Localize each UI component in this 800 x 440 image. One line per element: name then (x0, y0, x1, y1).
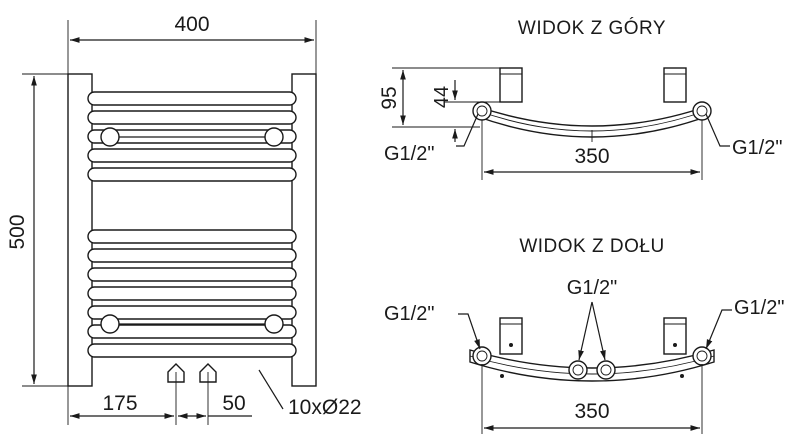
tube (87, 229, 297, 244)
top-connection-left-inner (476, 105, 488, 117)
bottom-stub-right (663, 317, 687, 355)
bottom-curved-body (469, 349, 715, 382)
bottom-connection-right (692, 346, 712, 366)
bottom-connection-center-right-inner (600, 364, 612, 376)
bottom-leader-left (458, 313, 481, 350)
tube-label: 10xØ22 (288, 396, 362, 419)
tube (87, 267, 297, 282)
bottom-connections (167, 363, 217, 383)
bottom-connection-center-label: G1/2" (567, 277, 617, 299)
bottom-view-title: WIDOK Z DOŁU (519, 236, 664, 257)
tube (87, 248, 297, 263)
bottom-connection-left-label: G1/2" (384, 303, 434, 325)
tube (87, 167, 297, 182)
tube-leader (258, 369, 284, 410)
bottom-leader-right (705, 309, 732, 350)
top-view-title: WIDOK Z GÓRY (518, 17, 666, 39)
bottom-stub-left (499, 317, 523, 355)
tube (87, 91, 297, 106)
top-view: WIDOK Z GÓRY 95 44 G1/2" G1/2" (378, 17, 782, 180)
heating-tubes (87, 91, 297, 358)
height-dim-label: 500 (6, 214, 29, 249)
top-leader-left (456, 113, 479, 147)
offset-dim-label: 175 (102, 392, 137, 415)
front-view: 400 500 (6, 13, 362, 425)
spacing-dim-label: 50 (222, 392, 245, 415)
top-leader-right (705, 113, 730, 147)
bracket-top-left (100, 127, 120, 147)
top-stub-right (663, 67, 687, 103)
bracket-bottom-left (100, 314, 120, 334)
tube (87, 110, 297, 125)
stub-dot (509, 343, 513, 347)
tube (87, 343, 297, 358)
tube (87, 148, 297, 163)
bracket-top-right (264, 127, 284, 147)
top-connection-left-label: G1/2" (384, 143, 434, 165)
top-spacing-dim-label: 350 (574, 145, 609, 168)
bottom-view: WIDOK Z DOŁU G1/2" G1/2" G1/2" (384, 236, 784, 434)
bottom-leader-center-left (578, 301, 593, 361)
top-connection-right-inner (696, 105, 708, 117)
tube (87, 324, 297, 339)
bottom-connection-center-left-inner (572, 364, 584, 376)
tube (87, 305, 297, 320)
offset-dim-label: 44 (431, 86, 453, 108)
top-connection-right-label: G1/2" (732, 137, 782, 159)
body-dot (680, 374, 684, 378)
bottom-connection-right-inner (696, 350, 708, 362)
top-connection-left (472, 101, 492, 121)
bottom-connection-left-inner (476, 350, 488, 362)
width-dim-label: 400 (174, 13, 209, 36)
depth-dim-label: 95 (378, 86, 401, 109)
tube (87, 286, 297, 301)
bottom-leader-center-right (591, 301, 606, 361)
bottom-connection-right-label: G1/2" (734, 297, 784, 319)
bottom-connection-center-right (596, 360, 616, 380)
bottom-connection-center-left (568, 360, 588, 380)
stub-dot (673, 343, 677, 347)
bracket-bottom-right (264, 314, 284, 334)
top-stub-left (499, 67, 523, 103)
bottom-spacing-dim-label: 350 (574, 400, 609, 423)
bottom-curve-inner (469, 355, 715, 375)
top-connection-right (692, 101, 712, 121)
wall-brackets (100, 127, 284, 334)
body-dot (500, 374, 504, 378)
bottom-connection-left (472, 346, 492, 366)
